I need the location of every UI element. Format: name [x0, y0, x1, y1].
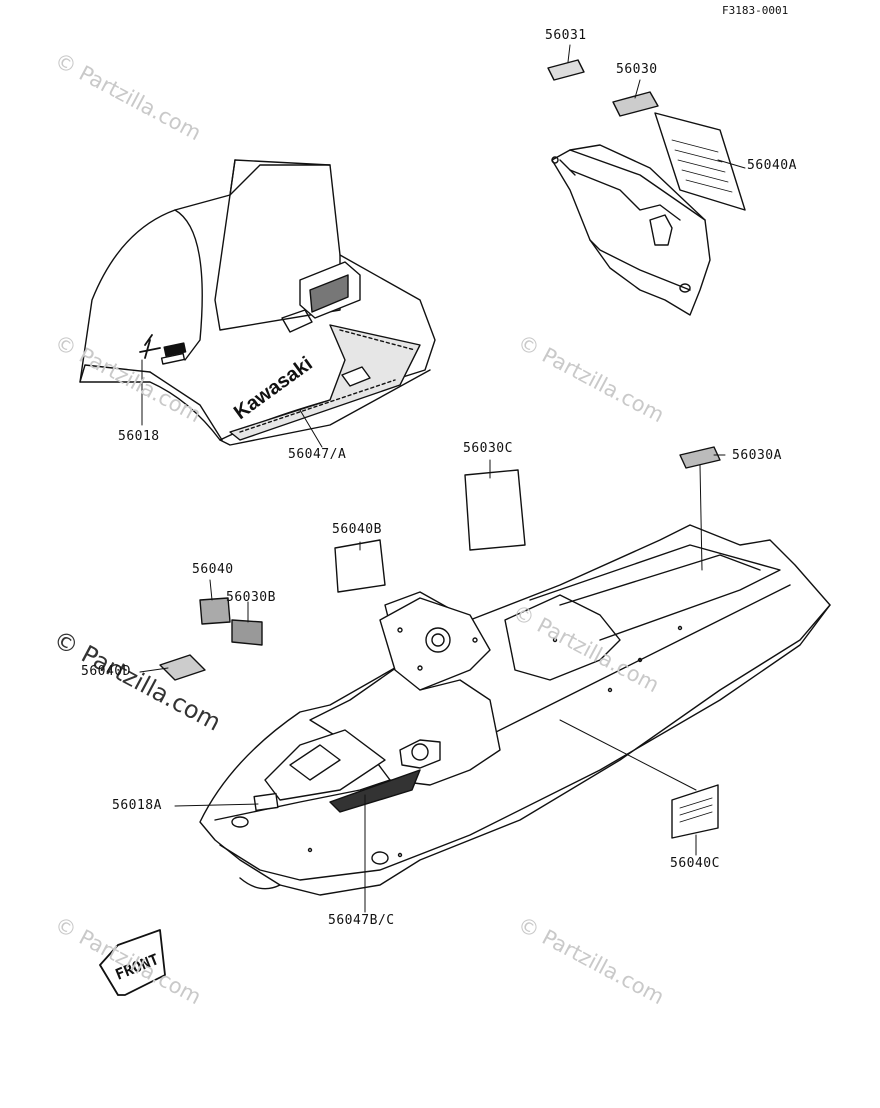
part-label-56030[interactable]: 56030 [616, 62, 658, 77]
part-label-56031[interactable]: 56031 [545, 28, 587, 43]
leader-lines [139, 44, 746, 913]
figure-reference: F3183-0001 [722, 4, 789, 17]
engine-hood [79, 159, 436, 446]
part-label-56040B[interactable]: 56040B [332, 522, 382, 537]
front-arrow [99, 929, 166, 996]
part-label-56040A[interactable]: 56040A [747, 158, 797, 173]
decal-56040C [671, 784, 719, 839]
part-label-56030B[interactable]: 56030B [226, 590, 276, 605]
decal-56040 [199, 597, 231, 625]
decal-56031 [547, 59, 585, 81]
decal-56040D [159, 654, 206, 681]
part-label-56018A[interactable]: 56018A [112, 798, 162, 813]
part-label-56040C[interactable]: 56040C [670, 856, 720, 871]
part-label-56018[interactable]: 56018 [118, 429, 160, 444]
part-label-56040[interactable]: 56040 [192, 562, 234, 577]
part-label-56040D[interactable]: 56040D [81, 664, 131, 679]
rear-cover [551, 144, 711, 316]
part-label-56047A[interactable]: 56047/A [288, 447, 347, 462]
decal-56040B [334, 539, 386, 593]
part-label-56030A[interactable]: 56030A [732, 448, 782, 463]
decal-56030A [679, 446, 721, 469]
part-label-56047BC[interactable]: 56047B/C [328, 913, 395, 928]
decal-56030C [464, 469, 526, 551]
hull [199, 524, 831, 896]
decal-56040A [654, 112, 746, 211]
part-label-56030C[interactable]: 56030C [463, 441, 513, 456]
decal-56030 [612, 91, 659, 117]
decal-56030B [231, 619, 263, 646]
